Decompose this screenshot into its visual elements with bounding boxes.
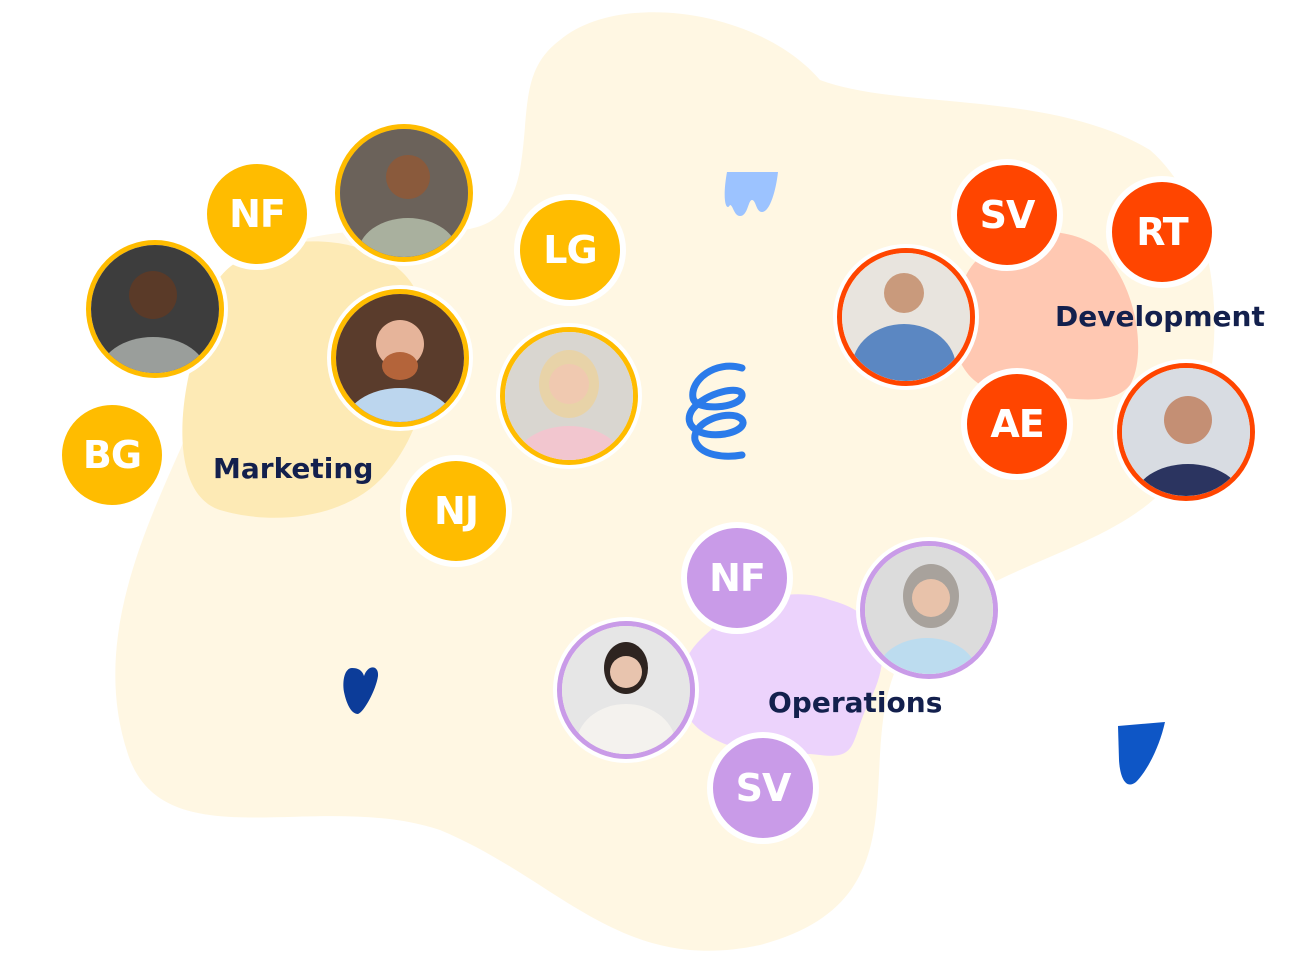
avatar-initials-text: AE xyxy=(990,402,1044,446)
avatar-initials-nj[interactable]: NJ xyxy=(400,455,512,567)
avatar-photo[interactable] xyxy=(860,541,998,679)
avatar-initials-text: NF xyxy=(229,192,286,236)
avatar-initials-sv[interactable]: SV xyxy=(951,159,1063,271)
person-photo-icon xyxy=(505,332,633,460)
avatar-initials-text: SV xyxy=(979,193,1036,237)
avatar-photo[interactable] xyxy=(86,240,224,378)
person-photo-icon xyxy=(562,626,690,754)
light-blue-squiggle-icon xyxy=(724,172,778,216)
avatar-photo[interactable] xyxy=(557,621,695,759)
avatar-photo[interactable] xyxy=(331,289,469,427)
avatar-photo[interactable] xyxy=(335,124,473,262)
person-photo-icon xyxy=(91,245,219,373)
avatar-initials-text: LG xyxy=(543,228,597,272)
avatar-initials-lg[interactable]: LG xyxy=(514,194,626,306)
avatar-initials-text: SV xyxy=(735,766,792,810)
avatar-photo[interactable] xyxy=(1117,363,1255,501)
avatar-initials-text: RT xyxy=(1136,210,1188,254)
avatar-initials-ae[interactable]: AE xyxy=(961,368,1073,480)
person-photo-icon xyxy=(1122,368,1250,496)
operations-blob xyxy=(679,594,883,756)
avatar-initials-sv[interactable]: SV xyxy=(707,732,819,844)
avatar-initials-bg[interactable]: BG xyxy=(56,399,168,511)
group-label-operations: Operations xyxy=(768,686,943,719)
avatar-initials-rt[interactable]: RT xyxy=(1106,176,1218,288)
person-photo-icon xyxy=(336,294,464,422)
avatar-initials-text: BG xyxy=(82,433,142,477)
dark-blue-heart-icon xyxy=(343,667,379,714)
avatar-photo[interactable] xyxy=(837,248,975,386)
avatar-initials-nf[interactable]: NF xyxy=(681,522,793,634)
person-photo-icon xyxy=(842,253,970,381)
avatar-initials-nf[interactable]: NF xyxy=(201,158,313,270)
person-photo-icon xyxy=(340,129,468,257)
blue-drop-icon xyxy=(1118,722,1165,785)
development-blob xyxy=(954,231,1139,400)
avatar-initials-text: NF xyxy=(709,556,766,600)
blue-spiral-icon xyxy=(685,362,747,460)
avatar-photo[interactable] xyxy=(500,327,638,465)
person-photo-icon xyxy=(865,546,993,674)
avatar-initials-text: NJ xyxy=(434,489,479,533)
group-label-marketing: Marketing xyxy=(213,452,374,485)
group-label-development: Development xyxy=(1055,300,1265,333)
